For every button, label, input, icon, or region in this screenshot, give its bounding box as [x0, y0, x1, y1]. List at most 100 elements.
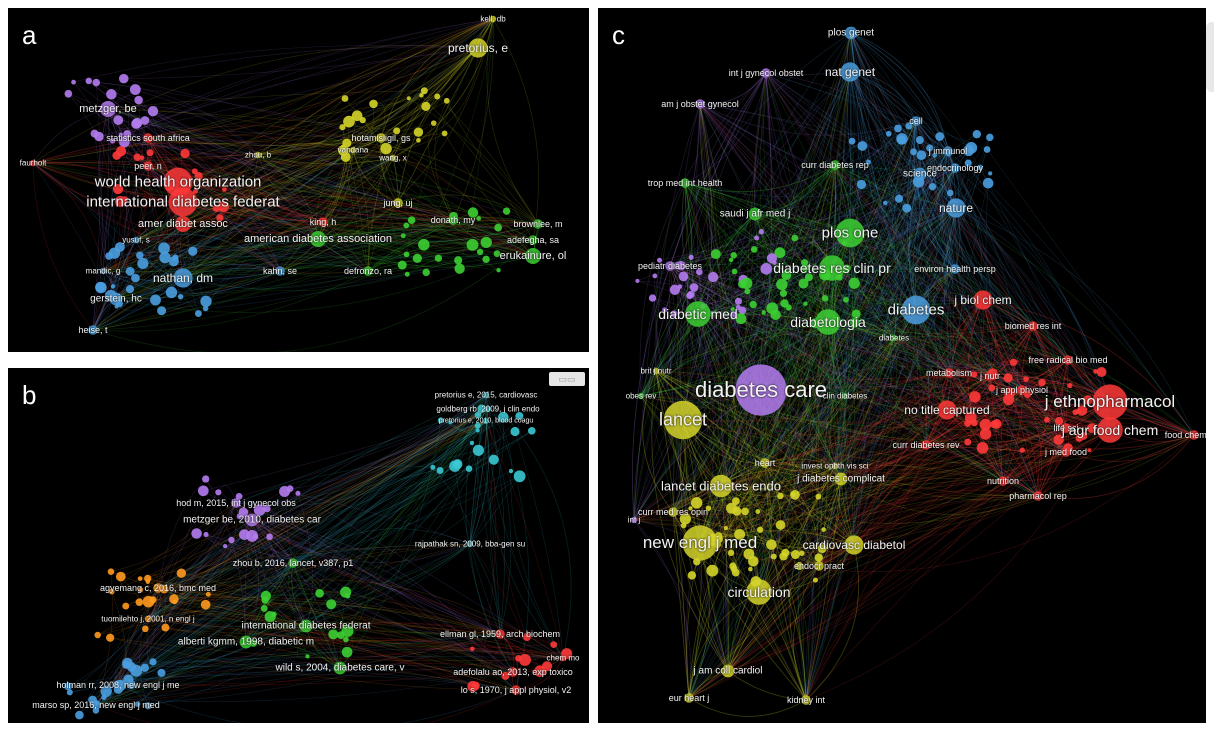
node-goldberg-rb-2009-j-clin-endo[interactable]: [484, 405, 492, 413]
node-eur-heart-j[interactable]: [684, 693, 694, 703]
node-jung-uj[interactable]: [393, 198, 403, 208]
edge: [818, 207, 957, 558]
node-faurholt[interactable]: [29, 159, 37, 167]
node-environ-health-persp[interactable]: [950, 264, 960, 274]
node-life-sci[interactable]: [1061, 423, 1071, 433]
node-wang-x[interactable]: [389, 154, 397, 162]
node-vandana[interactable]: [349, 146, 357, 154]
node-lo-s-1970-j-appl-physiol-v2[interactable]: [511, 685, 521, 695]
node-lancet-diabetes-endo[interactable]: [709, 474, 733, 498]
node-kidney-int[interactable]: [801, 695, 811, 705]
node-adefegha-sa[interactable]: [528, 235, 538, 245]
node-alberti-kgmm-1998-diabetic-m[interactable]: [239, 635, 253, 649]
node-nutrition[interactable]: [998, 476, 1008, 486]
node-agyemang-c-2016-bmc-med[interactable]: [153, 583, 163, 593]
node-pretorius-e-2015-cardiovasc[interactable]: [482, 391, 490, 399]
node-amer-diabet-assoc[interactable]: [175, 216, 191, 232]
node-nathan-dm[interactable]: [173, 268, 193, 288]
node-gerstein-hc[interactable]: [109, 292, 123, 306]
node-pretorius-e-2010-blood-coagu[interactable]: [483, 418, 489, 424]
node-int-j-gynecol-obstet[interactable]: [761, 68, 771, 78]
node-no-title-captured[interactable]: [937, 400, 957, 420]
node-nat-genet[interactable]: [840, 62, 860, 82]
node-lancet[interactable]: [663, 400, 703, 440]
node-hotamisligil-gs[interactable]: [376, 133, 386, 143]
node-j-ethnopharmacol[interactable]: [1092, 384, 1128, 420]
node-brownlee-m[interactable]: [533, 219, 543, 229]
node-brit-j-nutr[interactable]: [652, 367, 660, 375]
node-j-nutr[interactable]: [985, 371, 995, 381]
node-defronzo-ra[interactable]: [363, 266, 373, 276]
node-diabetologia[interactable]: [815, 309, 841, 335]
node-zhou-b-2016-lancet-v387-p1[interactable]: [288, 558, 298, 568]
panel-b-corner-button[interactable]: ▭▭: [549, 372, 585, 386]
node-j-agr-food-chem[interactable]: [1097, 417, 1123, 443]
node-donath-my[interactable]: [448, 215, 458, 225]
node-zhou-b[interactable]: [254, 151, 262, 159]
node-hod-m-2015-int-j-gynecol-obs[interactable]: [231, 498, 241, 508]
node-pretorius-e[interactable]: [468, 38, 488, 58]
node-cell[interactable]: [911, 116, 921, 126]
node-pediatr-diabetes[interactable]: [665, 261, 675, 271]
node-diabetes[interactable]: [890, 334, 898, 342]
node-free-radical-bio-med[interactable]: [1063, 355, 1073, 365]
node-clin-diabetes[interactable]: [841, 392, 849, 400]
node-j-am-coll-cardiol[interactable]: [721, 664, 735, 678]
node-j-diabetes-complicat[interactable]: [834, 472, 848, 486]
node-science[interactable]: [913, 167, 927, 181]
node-j-immunol[interactable]: [943, 146, 953, 156]
node-am-j-obstet-gynecol[interactable]: [695, 99, 705, 109]
node-peer-n[interactable]: [143, 161, 153, 171]
node-tuomilehto-j-2001-n-engl-j[interactable]: [144, 615, 152, 623]
node-saudi-j-afr-med-j[interactable]: [748, 207, 762, 221]
node-endocrinology[interactable]: [950, 163, 960, 173]
node-food-chemistry[interactable]: [1189, 430, 1199, 440]
node-trop-med-int-health[interactable]: [680, 178, 690, 188]
node-yusuf-s[interactable]: [132, 236, 140, 244]
node-mandic-g[interactable]: [99, 267, 107, 275]
node-diabetes-care[interactable]: [735, 364, 787, 416]
node-chem-mo[interactable]: [559, 654, 567, 662]
node-diabetic-med[interactable]: [685, 301, 711, 327]
node-international-diabetes-federat[interactable]: [299, 619, 313, 633]
node-j-appl-physiol[interactable]: [1017, 385, 1027, 395]
node-international-diabetes-federat[interactable]: [168, 187, 198, 217]
node-statistics-south-africa[interactable]: [143, 133, 153, 143]
node-kell-db[interactable]: [489, 15, 497, 23]
node-erukainure-ol[interactable]: [525, 248, 541, 264]
node-american-diabetes-association[interactable]: [310, 231, 326, 247]
node-nature[interactable]: [946, 198, 966, 218]
node-j-med-food[interactable]: [1061, 447, 1071, 457]
node-heise-t[interactable]: [88, 325, 98, 335]
node-curr-diabetes-rep[interactable]: [830, 160, 840, 170]
node-metabolism[interactable]: [944, 368, 954, 378]
node-int-j[interactable]: [630, 516, 638, 524]
node-new-engl-j-med[interactable]: [682, 525, 718, 561]
scrollbar-handle[interactable]: [1206, 22, 1214, 92]
node-j-biol-chem[interactable]: [973, 290, 993, 310]
node-plos-genet[interactable]: [844, 26, 858, 40]
node-heart[interactable]: [760, 458, 770, 468]
node-cardiovasc-diabetol[interactable]: [844, 535, 864, 555]
node-rajpathak-sn-2009-bba-gen-su[interactable]: [466, 540, 474, 548]
node-pharmacol-rep[interactable]: [1033, 491, 1043, 501]
node-endocr-pract[interactable]: [814, 561, 824, 571]
node-curr-diabetes-rev[interactable]: [921, 440, 931, 450]
node-diabetes[interactable]: [901, 295, 931, 325]
node-metzger-be[interactable]: [100, 101, 116, 117]
node-obes-rev[interactable]: [637, 392, 645, 400]
node-kahn-se[interactable]: [275, 266, 285, 276]
node-biomed-res-int[interactable]: [1028, 321, 1038, 331]
node-plos-one[interactable]: [835, 218, 865, 248]
node-marso-sp-2016-new-engl-j-med[interactable]: [91, 700, 101, 710]
node-adefolalu-ao-2013-exp-toxico[interactable]: [508, 667, 518, 677]
node-king-h[interactable]: [318, 217, 328, 227]
node-metzger-be-2010-diabetes-car[interactable]: [245, 513, 259, 527]
node-wild-s-2004-diabetes-care-v[interactable]: [333, 661, 347, 675]
node-diabetes-res-clin-pr[interactable]: [819, 255, 845, 281]
node-curr-med-res-opin[interactable]: [668, 507, 678, 517]
node-circulation[interactable]: [746, 579, 772, 605]
node-ellman-gl-1959-arch-biochem[interactable]: [495, 629, 505, 639]
node-invest-ophth-vis-sci[interactable]: [831, 462, 839, 470]
node-holman-rr-2008-new-engl-j-me[interactable]: [113, 680, 123, 690]
